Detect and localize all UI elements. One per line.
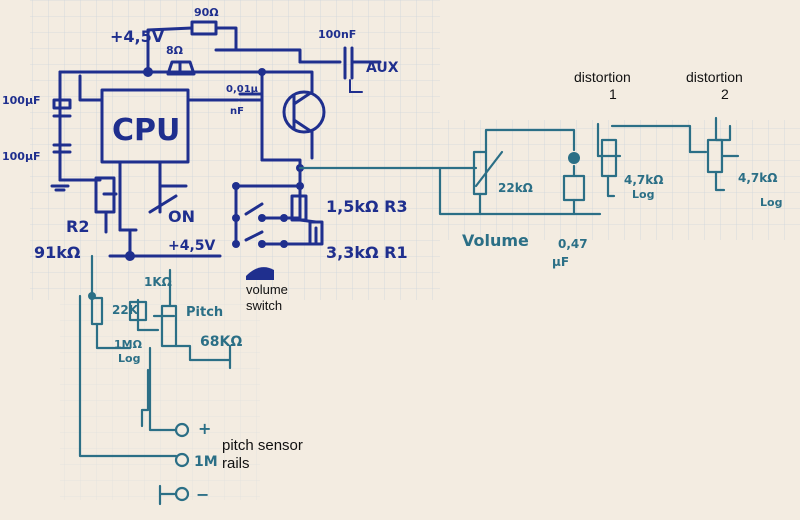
label-pitch: Pitch xyxy=(186,305,223,320)
label-on: ON xyxy=(168,207,195,226)
label-rail-1m: 1M xyxy=(194,454,218,470)
pitch-circuit xyxy=(78,254,232,506)
main-circuit xyxy=(50,20,382,280)
output-circuit xyxy=(298,116,740,216)
label-r1: 3,3kΩ R1 xyxy=(326,243,408,262)
label-rail-plus: + xyxy=(198,419,211,438)
label-log1: Log xyxy=(118,352,140,365)
label-cap-047-unit: µF xyxy=(552,255,569,269)
label-r-68k: 68KΩ xyxy=(200,334,242,350)
label-pot-47k-2: 4,7kΩ xyxy=(738,171,777,185)
label-supply-mid: +4,5V xyxy=(168,238,216,254)
label-rail-minus: − xyxy=(196,485,209,504)
label-cap-aux: 100nF xyxy=(318,28,356,41)
label-r-1k: 1KΩ xyxy=(144,275,172,289)
label-r-top: 90Ω xyxy=(194,6,219,19)
label-cap-small-unit: nF xyxy=(230,106,244,117)
label-log2: Log xyxy=(632,188,654,201)
label-cap2: 100µF xyxy=(2,150,41,163)
label-pot-47k-1: 4,7kΩ xyxy=(624,173,663,187)
label-pot-22k: 22kΩ xyxy=(498,181,533,195)
label-supply-top: +4,5V xyxy=(110,27,165,46)
label-log3: Log xyxy=(760,196,782,209)
label-cap1: 100µF xyxy=(2,94,41,107)
label-cap-small: 0,01µ xyxy=(226,84,259,95)
label-r-1m: 1MΩ xyxy=(114,338,143,351)
label-r-22k: 22K xyxy=(112,303,139,317)
label-volume: Volume xyxy=(462,231,529,250)
label-speaker: 8Ω xyxy=(166,44,184,57)
label-aux: AUX xyxy=(366,60,399,76)
label-cpu: CPU xyxy=(112,113,180,148)
label-r2-value: 91kΩ xyxy=(34,243,81,262)
label-cap-047: 0,47 xyxy=(558,237,588,251)
label-r2: R2 xyxy=(66,217,89,236)
graph-paper-bottom xyxy=(60,300,260,500)
label-r3: 1,5kΩ R3 xyxy=(326,197,408,216)
